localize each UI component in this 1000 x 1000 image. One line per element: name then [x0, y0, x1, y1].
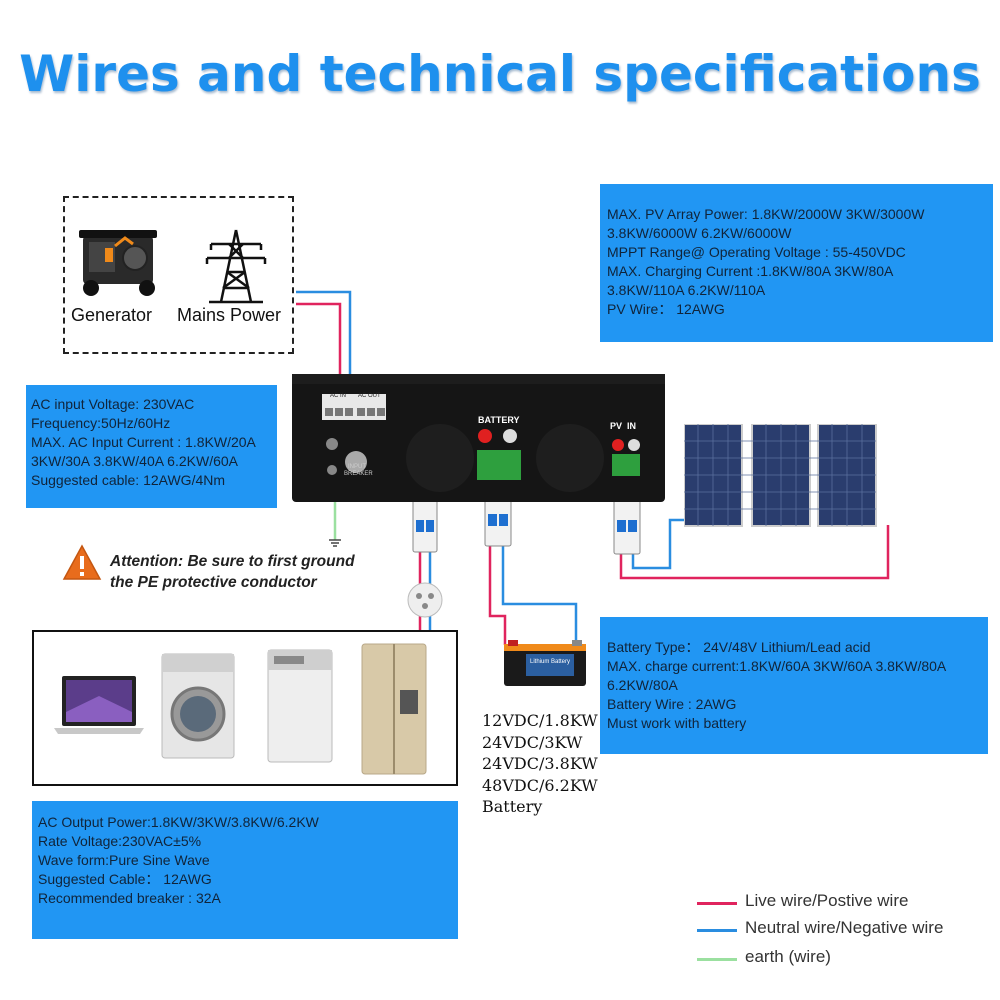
earth-terminal: [326, 438, 338, 450]
solar-panel-icon: [684, 424, 877, 527]
warning-icon: [62, 544, 102, 580]
battery-voltage-line: 24VDC/3KW: [482, 732, 583, 752]
refrigerator-icon: [361, 643, 427, 775]
battery-negative-wire: [501, 478, 578, 645]
legend-label: Neutral wire/Negative wire: [745, 918, 944, 937]
spec-line: Rate Voltage:230VAC±5%: [38, 833, 202, 849]
ac-out-label: AC OUT: [358, 393, 381, 399]
legend-swatch: [697, 929, 737, 932]
input-breaker-knob: [345, 451, 367, 473]
battery-positive-icon: [478, 429, 492, 443]
spec-line: 6.2KW/80A: [607, 677, 678, 693]
battery-voltage-line: 48VDC/6.2KW: [482, 775, 598, 795]
breaker-label-1: INPUT: [348, 464, 366, 470]
spec-line: MAX. charge current:1.8KW/60A 3KW/60A 3.…: [607, 658, 947, 674]
spec-line: Recommended breaker : 32A: [38, 890, 221, 906]
transmission-tower-icon: [205, 229, 267, 304]
attention-note: Attention: Be sure to first ground the P…: [110, 551, 355, 593]
spec-line: 3.8KW/6000W 6.2KW/6000W: [607, 225, 792, 241]
spec-line: 3KW/30A 3.8KW/40A 6.2KW/60A: [31, 453, 238, 469]
generator-icon: [79, 230, 157, 296]
battery-positive-wire: [488, 478, 507, 645]
spec-line: 3.8KW/110A 6.2KW/110A: [607, 282, 766, 298]
mains-power-label: Mains Power: [177, 305, 282, 325]
ground-symbol: [329, 539, 341, 547]
ac-output-spec-box: AC Output Power:1.8KW/3KW/3.8KW/6.2KW Ra…: [32, 801, 458, 939]
spec-line: PV Wire： 12AWG: [607, 301, 725, 317]
attention-line-1: Attention: Be sure to first ground: [110, 553, 355, 570]
ac-breaker-icon: [412, 499, 438, 553]
spec-line: Battery Wire : 2AWG: [607, 696, 737, 712]
fan-grill-right: [536, 424, 604, 492]
pv-terminal: [612, 454, 640, 476]
battery-terminal: [477, 450, 521, 480]
spec-line: AC Output Power:1.8KW/3KW/3.8KW/6.2KW: [38, 814, 319, 830]
pv-negative-icon: [628, 439, 640, 451]
pv-port-label: PV IN: [610, 421, 637, 431]
battery-negative-icon: [503, 429, 517, 443]
solar-panels: [684, 424, 877, 527]
spec-line: Must work with battery: [607, 715, 747, 731]
ac-in-label: AC IN: [330, 393, 347, 399]
battery-product-label: Lithium Battery: [530, 659, 571, 665]
battery-voltage-list: 12VDC/1.8KW 24VDC/3KW 24VDC/3.8KW 48VDC/…: [482, 710, 598, 818]
ac-socket-icon: [407, 582, 443, 618]
pv-breaker-icon: [613, 499, 641, 555]
battery-spec-box: Battery Type： 24V/48V Lithium/Lead acid …: [600, 617, 988, 754]
top-load-washer-icon: [267, 649, 333, 763]
legend-swatch: [697, 902, 737, 905]
pv-spec-box: MAX. PV Array Power: 1.8KW/2000W 3KW/300…: [600, 184, 993, 342]
fan-grill-left: [406, 424, 474, 492]
spec-line: AC input Voltage: 230VAC: [31, 396, 195, 412]
ac-loads-box: [32, 630, 458, 786]
spec-line: Battery Type： 24V/48V Lithium/Lead acid: [607, 639, 871, 655]
spec-line: MAX. AC Input Current : 1.8KW/20A: [31, 434, 256, 450]
breaker-label-2: BREAKER: [344, 471, 373, 477]
spec-line: MAX. Charging Current :1.8KW/80A 3KW/80A: [607, 263, 894, 279]
battery-port-label: BATTERY: [478, 415, 520, 425]
battery-voltage-line: 12VDC/1.8KW: [482, 711, 598, 730]
battery-voltage-line: Battery: [482, 797, 543, 816]
battery-icon: [504, 640, 586, 686]
spec-line: Frequency:50Hz/60Hz: [31, 415, 171, 431]
battery-voltage-line: 24VDC/3.8KW: [482, 754, 598, 773]
ac-in-live-wire: [296, 302, 342, 400]
ac-input-spec-box: AC input Voltage: 230VAC Frequency:50Hz/…: [26, 385, 277, 508]
legend-label: Live wire/Postive wire: [745, 891, 909, 910]
generator-label: Generator: [71, 305, 153, 325]
spec-line: MAX. PV Array Power: 1.8KW/2000W 3KW/300…: [607, 206, 925, 222]
power-source-box: Generator Mains Power: [63, 196, 294, 354]
washing-machine-icon: [161, 653, 235, 759]
legend-label: earth (wire): [745, 947, 831, 966]
spec-line: Suggested Cable： 12AWG: [38, 871, 212, 887]
legend-swatch: [697, 958, 737, 961]
laptop-icon: [54, 676, 144, 734]
spec-line: Wave form:Pure Sine Wave: [38, 852, 210, 868]
ac-in-neutral-wire: [296, 290, 352, 400]
inverter-unit: BATTERY PV IN AC IN AC OUT INPUT BREAKER: [292, 374, 665, 502]
pv-positive-icon: [612, 439, 624, 451]
attention-line-2: the PE protective conductor: [110, 574, 317, 591]
spec-line: MPPT Range@ Operating Voltage : 55-450VD…: [607, 244, 906, 260]
spec-line: Suggested cable: 12AWG/4Nm: [31, 472, 226, 488]
page-title: Wires and technical specifications: [19, 45, 981, 103]
